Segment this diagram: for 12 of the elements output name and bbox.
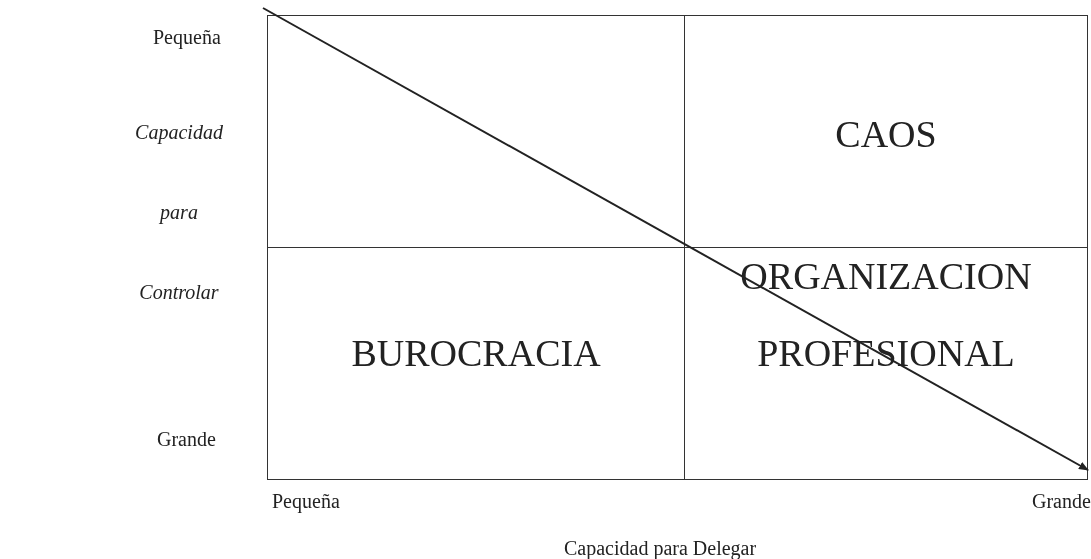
matrix-quadrant <box>684 247 1088 480</box>
matrix-quadrant <box>267 247 685 480</box>
matrix-quadrant <box>684 15 1088 248</box>
axis-tick-label: Grande <box>157 428 216 451</box>
axis-title: Capacidad para Delegar <box>564 537 757 559</box>
axis-title: Capacidad para Controlar <box>134 120 224 305</box>
matrix-quadrant <box>267 15 685 248</box>
axis-tick-label: Pequeña <box>272 490 340 513</box>
axis-tick-label: Pequeña <box>153 26 221 49</box>
quadrant-label: BUROCRACIA <box>351 331 601 376</box>
quadrant-label: CAOS <box>835 112 937 157</box>
axis-tick-label: Grande <box>1032 490 1091 513</box>
